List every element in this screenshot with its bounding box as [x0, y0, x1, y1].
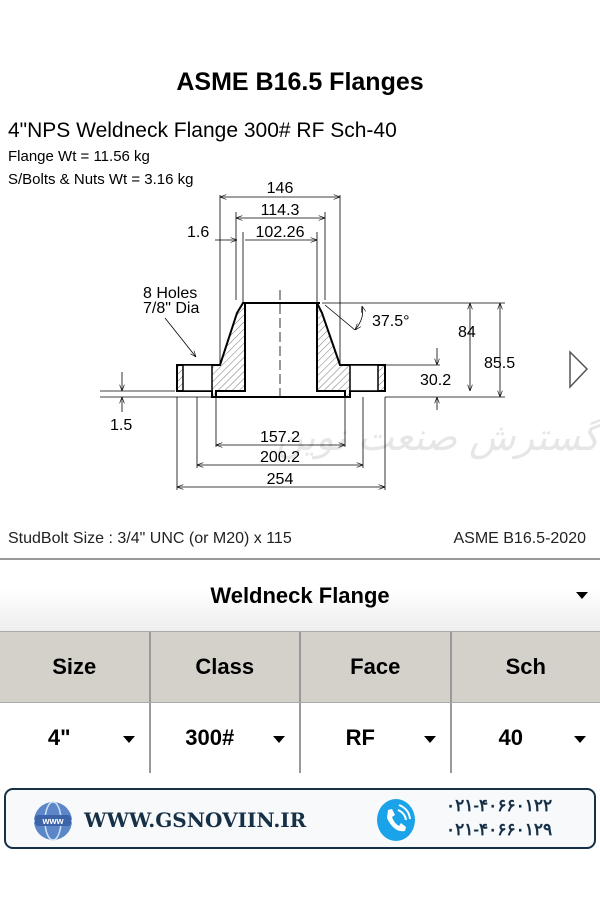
header-face: Face	[301, 632, 452, 702]
sch-value: 40	[498, 725, 523, 750]
dim-84: 84	[458, 324, 476, 341]
dim-254: 254	[267, 471, 294, 488]
class-value: 300#	[185, 725, 235, 750]
face-select[interactable]: RF	[301, 703, 452, 773]
dim-1-6: 1.6	[187, 224, 209, 241]
chevron-down-icon	[576, 592, 588, 599]
phone-number-2[interactable]: ۰۲۱-۴۰۶۶۰۱۲۹	[446, 820, 553, 839]
bolts-weight: S/Bolts & Nuts Wt = 3.16 kg	[8, 171, 194, 188]
divider	[0, 558, 600, 560]
chevron-down-icon	[273, 736, 285, 743]
next-arrow-icon[interactable]	[568, 350, 590, 390]
holes-label: 8 Holes	[143, 285, 197, 302]
www-label: www	[41, 816, 64, 826]
dim-30-2: 30.2	[420, 372, 451, 389]
dim-200-2: 200.2	[260, 449, 300, 466]
sch-select[interactable]: 40	[452, 703, 600, 773]
dim-85-5: 85.5	[484, 355, 515, 372]
globe-icon: www	[34, 801, 72, 841]
size-select[interactable]: 4"	[0, 703, 151, 773]
standard-label: ASME B16.5-2020	[453, 530, 586, 547]
dim-1-5: 1.5	[110, 417, 132, 434]
flange-title: 4"NPS Weldneck Flange 300# RF Sch-40	[8, 119, 397, 142]
table-row: 4" 300# RF 40	[0, 703, 600, 773]
page-title: ASME B16.5 Flanges	[176, 68, 424, 96]
phone-number-1[interactable]: ۰۲۱-۴۰۶۶۰۱۲۲	[446, 796, 553, 815]
phone-icon	[377, 799, 415, 841]
table-header: Size Class Face Sch	[0, 631, 600, 703]
flange-section	[176, 302, 386, 398]
flange-drawing: گسترش صنعت نوین 146 114.3 102.26 1.6 8 H…	[100, 180, 600, 490]
face-value: RF	[345, 725, 375, 750]
header-sch: Sch	[505, 654, 546, 679]
dim-146: 146	[267, 180, 294, 197]
dim-angle: 37.5°	[372, 313, 410, 330]
flange-weight: Flange Wt = 11.56 kg	[8, 148, 150, 165]
contact-banner: www WWW.GSNOVIIN.IR ۰۲۱-۴۰۶۶۰۱۲۲ ۰۲۱-۴۰۶…	[4, 788, 596, 849]
website-link[interactable]: WWW.GSNOVIIN.IR	[84, 808, 307, 832]
chevron-down-icon	[423, 736, 436, 743]
watermark: گسترش صنعت نوین	[276, 415, 600, 460]
class-select[interactable]: 300#	[151, 703, 301, 773]
dim-114-3: 114.3	[261, 202, 300, 219]
header-class: Class	[151, 632, 301, 702]
dim-157-2: 157.2	[260, 429, 300, 446]
dim-102-26: 102.26	[256, 224, 305, 241]
flange-type-value: Weldneck Flange	[210, 582, 390, 608]
size-value: 4"	[47, 725, 71, 750]
holes-dia-label: 7/8" Dia	[143, 300, 199, 317]
chevron-down-icon	[574, 736, 586, 743]
studbolt-size: StudBolt Size : 3/4" UNC (or M20) x 115	[8, 530, 292, 547]
header-size: Size	[0, 632, 151, 702]
flange-type-dropdown[interactable]: Weldneck Flange	[0, 560, 600, 631]
chevron-down-icon	[122, 736, 135, 743]
